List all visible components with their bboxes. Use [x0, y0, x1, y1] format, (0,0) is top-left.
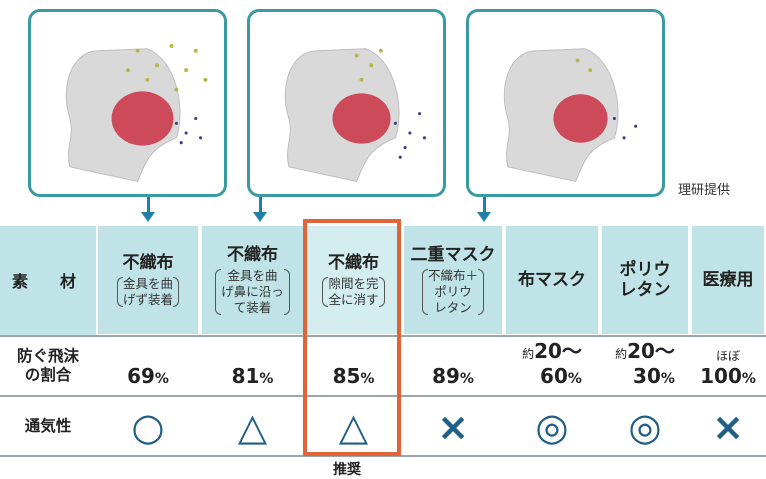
arrow-down-icon: [141, 197, 155, 222]
rate-number: 20～ 60: [534, 339, 582, 388]
arrow-down-icon: [253, 197, 267, 222]
simulation-image-3: [466, 9, 665, 197]
triangle-icon: △: [237, 404, 268, 449]
rate-number: 89: [432, 364, 460, 388]
rate-number: 85: [332, 364, 361, 388]
double-circle-icon: ◎: [535, 404, 569, 449]
row-label-blocking-rate: 防ぐ飛沫 の割合: [0, 336, 96, 396]
row-label-text: 防ぐ飛沫 の割合: [16, 347, 79, 384]
breathability-cell: ◎: [506, 396, 598, 457]
mask-type-note: 金具を曲 げ鼻に沿っ て装着: [215, 268, 290, 316]
circle-icon: ○: [131, 404, 165, 449]
breathability-cell: ◎: [602, 396, 688, 457]
breathability-cell: △: [202, 396, 303, 457]
recommended-label: 推奨: [333, 462, 361, 478]
simulation-image-2: [247, 9, 446, 197]
mask-type-name: 医療用: [702, 270, 754, 290]
row-label-material: 素 材: [0, 226, 96, 336]
rate-unit: %: [741, 371, 756, 387]
column-header: 不織布隙間を完 全に消す: [307, 226, 400, 334]
mask-comparison-table: 素 材防ぐ飛沫 の割合通気性 不織布金具を曲 げず装着 69% ○ 不織布金具を曲 げ鼻…: [0, 224, 766, 457]
blocking-rate-value: 85%: [333, 364, 375, 388]
rate-unit: %: [360, 371, 375, 387]
head-simulation-graphic: [65, 43, 208, 182]
column-header: 不織布金具を曲 げ鼻に沿っ て装着: [202, 226, 303, 334]
rate-number: 81: [231, 364, 260, 388]
row-label-breathability: 通気性: [0, 396, 96, 457]
mask-type-note: 金具を曲 げず装着: [116, 276, 180, 308]
blocking-rate-cell: 約20～ 60%: [506, 336, 598, 396]
rate-unit: %: [259, 371, 274, 387]
mask-type-name: ポリウ レタン: [619, 260, 671, 300]
blocking-rate-cell: 85%: [307, 336, 400, 396]
head-simulation-graphic: [284, 48, 426, 182]
table-divider: [0, 395, 766, 397]
blocking-rate-cell: 69%: [98, 336, 198, 396]
double-circle-icon: ◎: [628, 404, 662, 449]
triangle-icon: △: [338, 404, 369, 449]
arrow-down-icon: [477, 197, 491, 222]
breathability-cell: △: [307, 396, 400, 457]
blocking-rate-value: 約20～ 30%: [615, 335, 675, 388]
blocking-rate-value: 69%: [127, 364, 169, 388]
table-divider: [0, 455, 766, 457]
column-header: 不織布金具を曲 げず装着: [98, 226, 198, 334]
rate-unit: %: [459, 371, 474, 387]
mask-type-name: 二重マスク: [410, 244, 496, 265]
row-label-text: 素 材: [11, 271, 84, 291]
rate-prefix: 約: [522, 347, 535, 361]
image-credit: 理研提供: [678, 183, 731, 198]
rate-number: 20～ 30: [627, 339, 675, 388]
simulation-image-1: [28, 9, 227, 197]
head-simulation-graphic: [503, 48, 638, 182]
rate-unit: %: [660, 371, 675, 387]
rate-prefix: 約: [615, 347, 628, 361]
column-header: 二重マスク不織布＋ ポリウ レタン: [404, 226, 502, 334]
blocking-rate-value: 約20～ 60%: [522, 335, 582, 388]
mask-type-note: 不織布＋ ポリウ レタン: [421, 268, 485, 316]
blocking-rate-cell: 81%: [202, 336, 303, 396]
mask-type-note: 隙間を完 全に消す: [322, 276, 385, 308]
rate-prefix: ほぼ: [715, 349, 740, 363]
mask-type-name: 不織布: [227, 244, 278, 265]
column-header: 医療用: [692, 226, 764, 334]
blocking-rate-cell: 89%: [404, 336, 502, 396]
breathability-cell: ○: [98, 396, 198, 457]
row-label-text: 通気性: [24, 417, 72, 435]
breathability-cell: ×: [692, 396, 764, 457]
cross-icon: ×: [712, 404, 744, 449]
column-header: 布マスク: [506, 226, 598, 334]
column-header: ポリウ レタン: [602, 226, 688, 334]
cross-icon: ×: [437, 404, 469, 449]
table-divider: [0, 335, 766, 337]
rate-unit: %: [154, 371, 169, 387]
rate-number: 69: [127, 364, 155, 388]
mask-type-name: 布マスク: [518, 270, 586, 290]
blocking-rate-cell: 約20～ 30%: [602, 336, 688, 396]
rate-unit: %: [567, 371, 582, 387]
mask-type-name: 不織布: [122, 252, 174, 273]
mask-type-name: 不織布: [328, 252, 379, 273]
rate-number: 100: [700, 364, 742, 388]
breathability-cell: ×: [404, 396, 502, 457]
blocking-rate-value: 81%: [232, 364, 274, 388]
blocking-rate-value: 89%: [432, 364, 474, 388]
